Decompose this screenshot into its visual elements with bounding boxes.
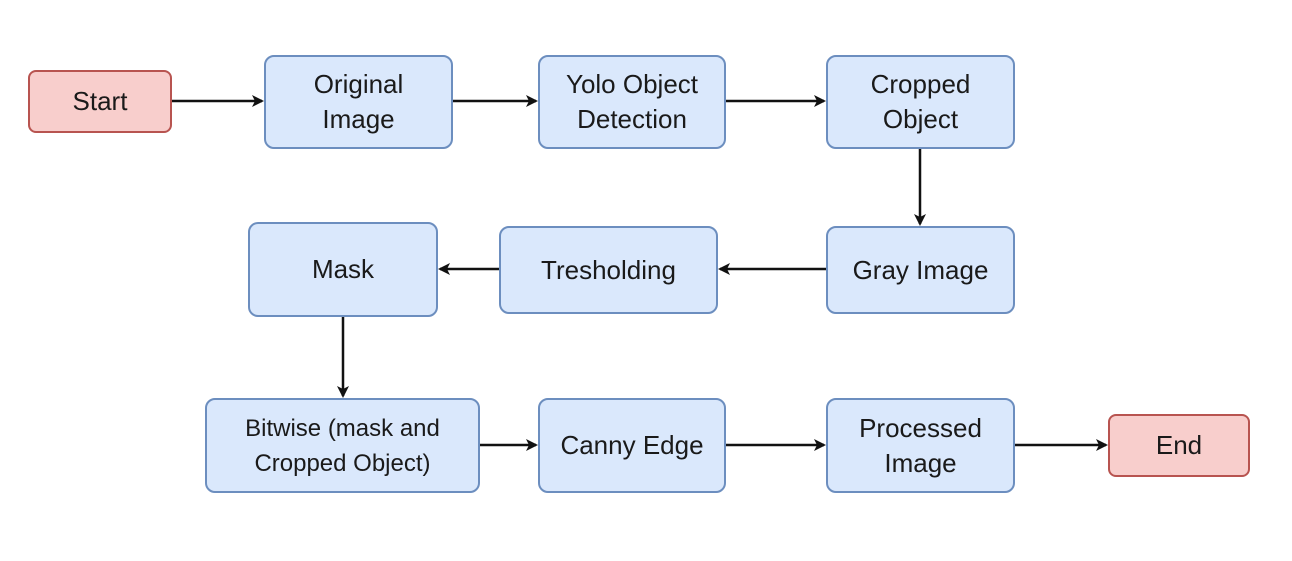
mask-node: Mask [248, 222, 438, 317]
original-image-node: Original Image [264, 55, 453, 149]
canny-edge-node: Canny Edge [538, 398, 726, 493]
processed-image-node: Processed Image [826, 398, 1015, 493]
gray-image-node: Gray Image [826, 226, 1015, 314]
yolo-detection-node: Yolo Object Detection [538, 55, 726, 149]
bitwise-node: Bitwise (mask and Cropped Object) [205, 398, 480, 493]
start-node: Start [28, 70, 172, 133]
end-node: End [1108, 414, 1250, 477]
thresholding-node: Tresholding [499, 226, 718, 314]
cropped-object-node: Cropped Object [826, 55, 1015, 149]
